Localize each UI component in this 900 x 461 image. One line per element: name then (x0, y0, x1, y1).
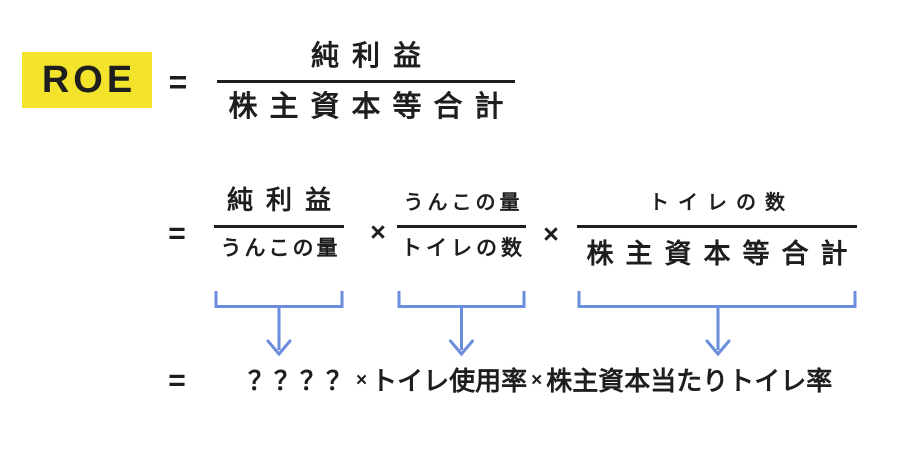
fraction-bar (217, 80, 515, 83)
fraction-numerator: トイレの数 (649, 192, 794, 214)
multiply-sign: × (543, 218, 559, 249)
multiply-sign: × (356, 370, 368, 391)
multiply-sign: × (531, 370, 543, 391)
bracket-arrow-icon (214, 288, 344, 358)
fraction-denominator: うんこの量 (220, 237, 341, 260)
fraction-bar (577, 225, 857, 228)
fraction-numerator: 純利益 (226, 185, 344, 215)
fraction-bar (397, 225, 526, 228)
multiply-sign: × (370, 216, 386, 247)
result-term-toilet-per-equity-rate: 株主資本当たりトイレ率 (546, 366, 833, 396)
fraction-term-1: 純利益 うんこの量 (214, 183, 344, 259)
bracket-arrow-icon (397, 288, 526, 358)
equals-sign: = (168, 63, 188, 100)
fraction-denominator: トイレの数 (401, 237, 526, 260)
result-term-unknown: ？？？？ (248, 366, 353, 396)
fraction-denominator: 株主資本等合計 (228, 91, 516, 123)
roe-label: ROE (22, 52, 152, 108)
fraction-numerator: 純利益 (310, 40, 434, 71)
equals-sign: = (168, 217, 186, 250)
fraction-numerator: うんこの量 (403, 192, 524, 214)
fraction-bar (214, 225, 344, 228)
bracket-arrow-icon (577, 288, 857, 358)
fraction-denominator: 株主資本等合計 (586, 239, 860, 269)
result-term-toilet-usage-rate: トイレ使用率 (371, 366, 528, 396)
fraction-term-3: トイレの数 株主資本等合計 (577, 183, 857, 269)
fraction-term-2: うんこの量 トイレの数 (397, 183, 526, 259)
equals-sign: = (168, 364, 186, 397)
result-line: ？？？？ × トイレ使用率 × 株主資本当たりトイレ率 (248, 363, 832, 399)
fraction-roe: 純利益 株主資本等合計 (217, 34, 515, 122)
